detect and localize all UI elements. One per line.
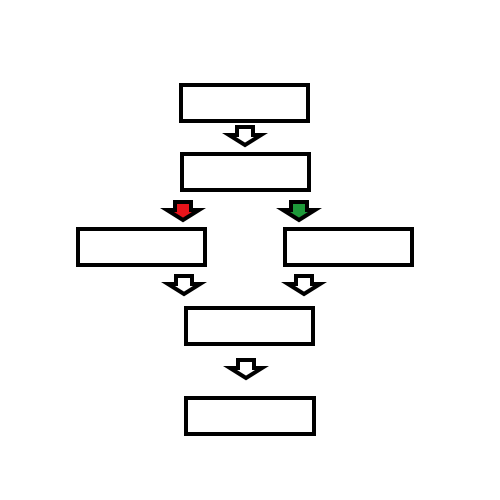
arrow-down-icon-green [276,200,322,223]
arrow-down-icon [223,358,269,381]
node-box-final-step [184,396,316,436]
arrow-down-icon [161,274,207,297]
node-box-branch-left [76,227,207,267]
arrow-down-icon [222,125,268,148]
node-box-merge-step [184,306,315,346]
arrow-down-icon-red [160,200,206,223]
node-box-step-1 [179,83,310,123]
node-box-branch-right [283,227,414,267]
node-box-step-2 [180,152,311,192]
arrow-down-icon [281,274,327,297]
